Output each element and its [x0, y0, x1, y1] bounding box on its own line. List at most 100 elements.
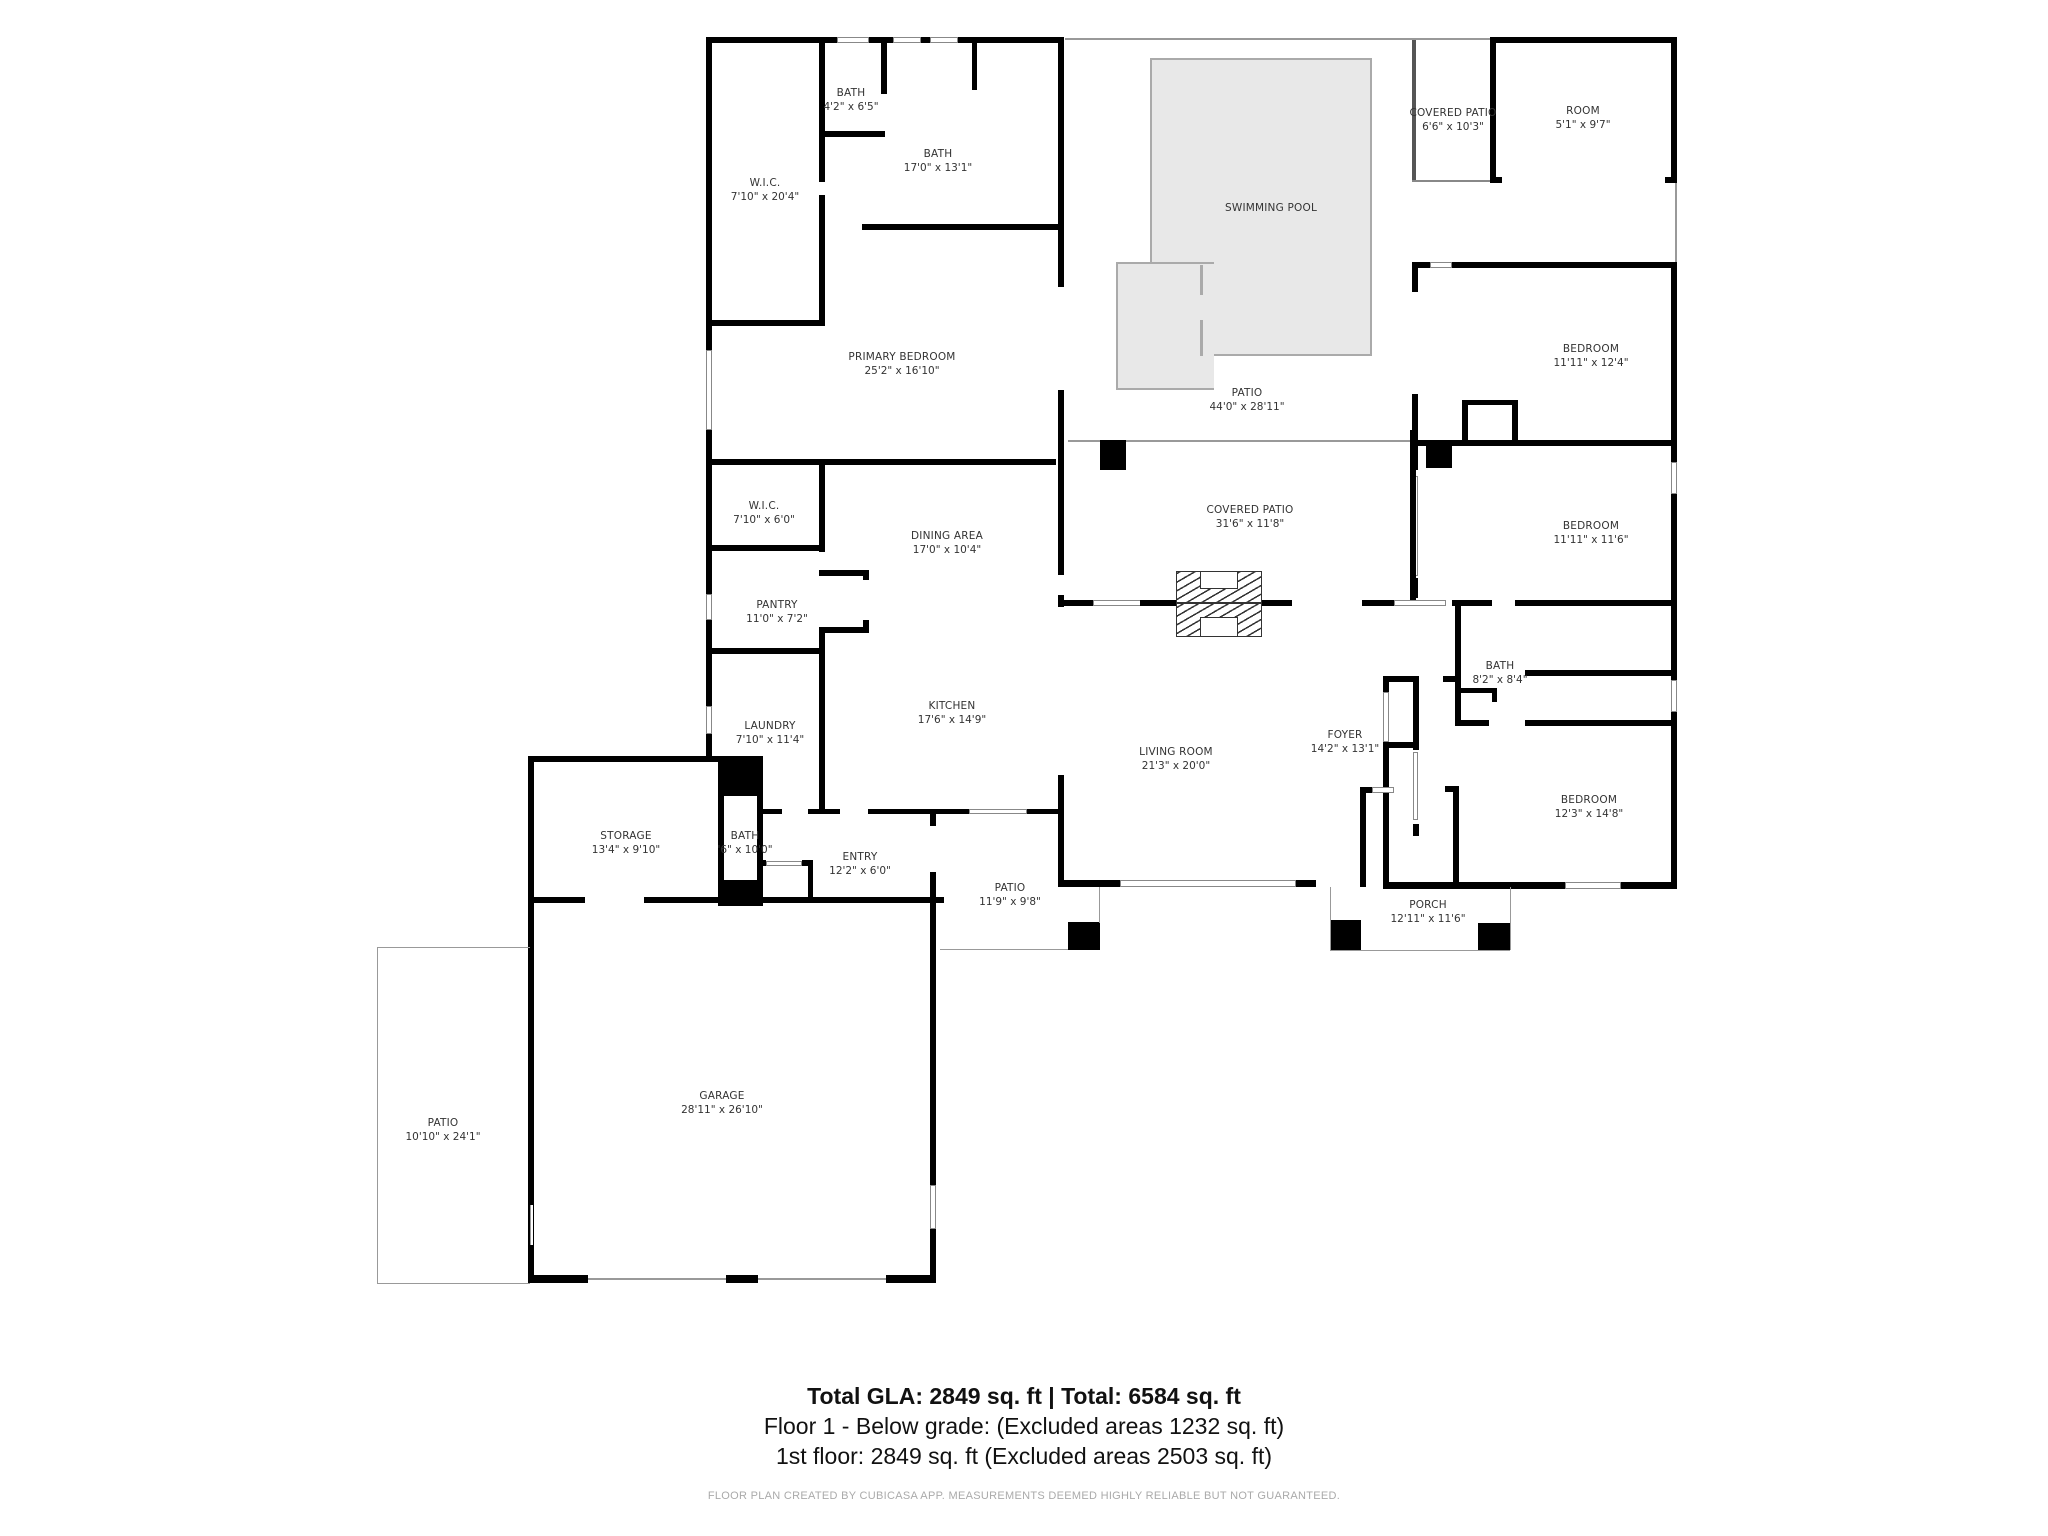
garage-door	[588, 1278, 726, 1280]
room-dimensions: 11'9" x 9'8"	[979, 896, 1041, 908]
wall	[1462, 400, 1518, 405]
room-name: ENTRY	[842, 851, 878, 863]
wall	[819, 627, 825, 812]
wall	[1458, 688, 1496, 693]
room-label-kitchen: KITCHEN 17'6" x 14'9"	[918, 699, 986, 727]
wall	[644, 897, 944, 903]
wall	[757, 756, 763, 906]
window	[1565, 882, 1621, 889]
pool-step	[1200, 320, 1203, 356]
room-dimensions: 21'3" x 20'0"	[1141, 760, 1211, 772]
room-name: SWIMMING POOL	[1225, 202, 1317, 214]
room-dimensions: 28'11" x 26'10"	[681, 1104, 763, 1116]
window	[1093, 600, 1143, 606]
wall	[1492, 688, 1497, 702]
wall	[1455, 600, 1461, 725]
room-dimensions: 13'4" x 9'10"	[591, 844, 661, 856]
wall	[726, 1275, 758, 1283]
wall	[1412, 262, 1418, 292]
window	[706, 594, 712, 620]
room-label-entry: ENTRY 12'2" x 6'0"	[829, 850, 891, 878]
room-name: PATIO	[994, 882, 1026, 894]
room-name: DINING AREA	[911, 530, 983, 542]
wall	[1383, 676, 1419, 682]
room-name: BEDROOM	[1560, 794, 1618, 806]
room-label-wic-2: W.I.C. 7'10" x 6'0"	[733, 499, 795, 527]
wall	[819, 570, 869, 576]
window	[1383, 692, 1389, 742]
wall	[808, 809, 840, 814]
room-name: STORAGE	[600, 830, 652, 842]
disclaimer: FLOOR PLAN CREATED BY CUBICASA APP. MEAS…	[707, 1490, 1341, 1502]
wall	[528, 756, 534, 1281]
window	[1394, 600, 1446, 606]
wall	[863, 620, 869, 632]
wall	[862, 224, 1062, 230]
wall	[802, 860, 812, 866]
first-floor-summary: 1st floor: 2849 sq. ft (Excluded areas 2…	[775, 1443, 1273, 1469]
window	[766, 861, 802, 866]
column	[1426, 440, 1452, 468]
pool-step	[1200, 265, 1203, 295]
room-name: LIVING ROOM	[1139, 746, 1213, 758]
window	[1430, 262, 1452, 268]
room-name: PORCH	[1409, 899, 1447, 911]
patio-edge	[377, 947, 530, 948]
wall	[930, 812, 936, 826]
patio-bottom-edge	[1068, 440, 1504, 442]
room-dimensions: 25'2" x 16'10"	[864, 365, 940, 377]
wall	[1413, 680, 1419, 750]
room-label-dining-area: DINING AREA 17'0" x 10'4"	[911, 529, 983, 557]
patio-top-edge	[1065, 38, 1505, 40]
wall	[528, 897, 585, 903]
wall	[706, 320, 825, 326]
wall	[1360, 787, 1366, 887]
wall	[972, 42, 977, 90]
room-dimensions: '6" x 10'0"	[717, 844, 773, 856]
window	[930, 1185, 936, 1229]
wall	[1383, 676, 1389, 692]
wall	[1490, 37, 1676, 43]
room-dimensions: 12'2" x 6'0"	[829, 865, 891, 877]
wall	[1362, 600, 1416, 606]
wall	[1058, 390, 1064, 575]
room-label-bath-hall: BATH 8'2" x 8'4"	[1472, 659, 1527, 687]
room-dimensions: 11'11" x 12'4"	[1553, 357, 1629, 369]
room-label-pantry: PANTRY 11'0" x 7'2"	[746, 598, 808, 626]
room-dimensions: 44'0" x 28'11"	[1209, 401, 1285, 413]
column	[1331, 920, 1361, 950]
wall	[821, 131, 885, 137]
wall	[881, 42, 887, 94]
wall	[1412, 440, 1677, 446]
chimney-block	[718, 756, 762, 796]
window	[1413, 752, 1418, 820]
room-dimensions: 11'0" x 7'2"	[746, 613, 808, 625]
wall	[819, 42, 825, 182]
room-label-bath-entry: BATH '6" x 10'0"	[717, 829, 772, 857]
room-dimensions: 6'6" x 10'3"	[1422, 121, 1484, 133]
wall	[819, 462, 825, 552]
room-dimensions: 5'1" x 9'7"	[1555, 119, 1611, 131]
fireplace-firebox	[1200, 617, 1238, 637]
wall	[1413, 824, 1419, 836]
wall	[1410, 430, 1416, 606]
room-label-porch: PORCH 12'11" x 11'6"	[1390, 898, 1465, 926]
room-name: COVERED PATIO	[1206, 504, 1294, 516]
room-dimensions: 17'0" x 10'4"	[912, 544, 982, 556]
wall	[868, 809, 1058, 814]
room-label-bedroom-2: BEDROOM 11'11" x 11'6"	[1553, 519, 1628, 547]
room-name: PATIO	[1231, 387, 1263, 399]
wall	[1445, 786, 1459, 792]
room-label-bedroom-3: BEDROOM 12'3" x 14'8"	[1555, 793, 1623, 821]
room-name: GARAGE	[699, 1090, 745, 1102]
column	[1068, 922, 1100, 950]
wall	[1515, 600, 1677, 606]
room-dimensions: 14'2" x 13'1"	[1310, 743, 1380, 755]
wall	[1525, 670, 1677, 676]
wall	[1490, 177, 1502, 183]
room-dimensions: 12'11" x 11'6"	[1390, 913, 1466, 925]
window	[1671, 680, 1677, 712]
patio-right-edge	[1675, 178, 1677, 264]
wall	[863, 570, 869, 580]
wall	[1525, 720, 1677, 726]
